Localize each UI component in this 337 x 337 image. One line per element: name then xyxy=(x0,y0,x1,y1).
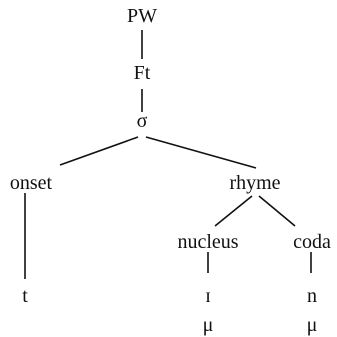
node-rhyme: rhyme xyxy=(229,172,281,194)
edge-rhyme-coda xyxy=(258,195,296,227)
node-ft: Ft xyxy=(133,62,151,84)
edge-syllable-rhyme xyxy=(145,136,257,169)
node-pw: PW xyxy=(127,5,157,27)
node-vowel: ɪ xyxy=(205,285,211,307)
node-nucleus: nucleus xyxy=(177,231,239,253)
node-coda: coda xyxy=(293,231,331,253)
edge-syllable-onset xyxy=(59,136,139,166)
node-mu-coda: μ xyxy=(306,314,318,336)
node-mu-nucleus: μ xyxy=(202,314,214,336)
edge-rhyme-nucleus xyxy=(214,195,253,227)
node-onset: onset xyxy=(9,172,53,194)
node-syllable: σ xyxy=(136,110,148,132)
node-n: n xyxy=(307,285,317,307)
node-t: t xyxy=(22,285,28,307)
